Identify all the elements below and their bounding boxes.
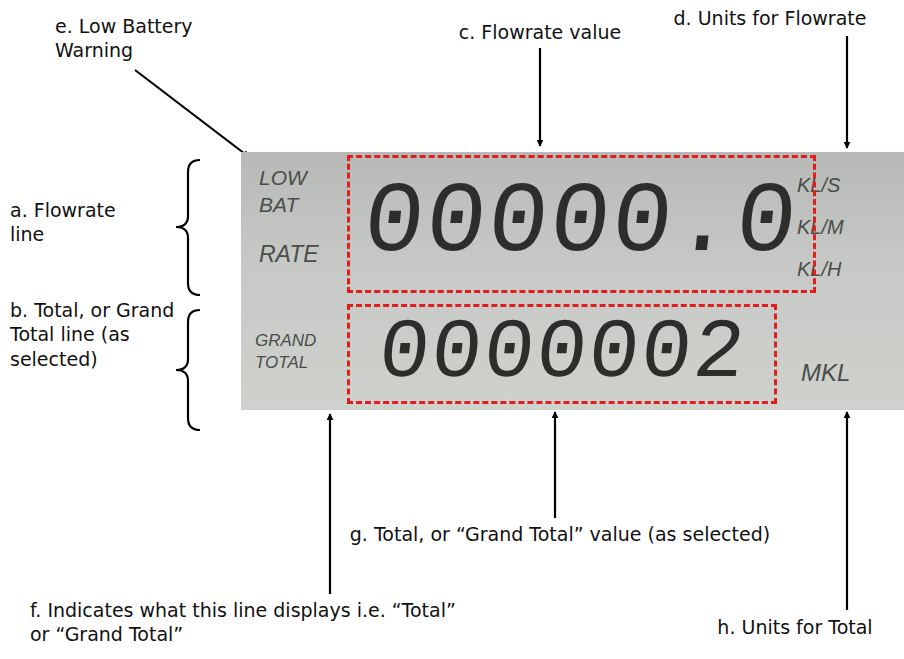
callout-label: a. Flowrate line xyxy=(10,198,140,247)
callout-label: d. Units for Flowrate xyxy=(640,6,900,30)
callout-label: g. Total, or “Grand Total” value (as sel… xyxy=(330,522,790,546)
callout-label: h. Units for Total xyxy=(690,615,900,639)
leader-arrow xyxy=(846,36,848,148)
value-highlight-box: 0000002 xyxy=(347,304,777,404)
callout-label: c. Flowrate value xyxy=(440,20,640,44)
curly-brace xyxy=(176,160,200,295)
unit-text: KL/S xyxy=(797,172,887,198)
callout-label: f. Indicates what this line displays i.e… xyxy=(30,598,480,647)
unit-text: KL/M xyxy=(797,214,887,240)
lcd-digits: 0000002 xyxy=(374,312,750,396)
leader-arrow xyxy=(135,70,249,157)
callout-label: e. Low Battery Warning xyxy=(55,14,225,63)
value-highlight-box: 00000.0 xyxy=(347,155,816,293)
callout-label: b. Total, or Grand Total line (as select… xyxy=(10,298,175,371)
leader-arrow xyxy=(554,412,556,518)
leader-arrow xyxy=(539,48,541,146)
indicator-text: RATE xyxy=(259,240,339,270)
indicator-text: LOW BAT xyxy=(259,164,317,219)
curly-brace xyxy=(176,310,200,430)
unit-text: KL/H xyxy=(797,256,887,282)
indicator-text: GRAND TOTAL xyxy=(255,330,327,374)
unit-text: MKL xyxy=(801,357,891,388)
lcd-digits: 00000.0 xyxy=(359,174,804,274)
leader-arrow xyxy=(846,412,848,610)
lcd-panel: LOW BAT RATE KL/S KL/M KL/H GRAND TOTAL MKL 000… xyxy=(241,152,904,410)
leader-arrow xyxy=(329,414,331,594)
